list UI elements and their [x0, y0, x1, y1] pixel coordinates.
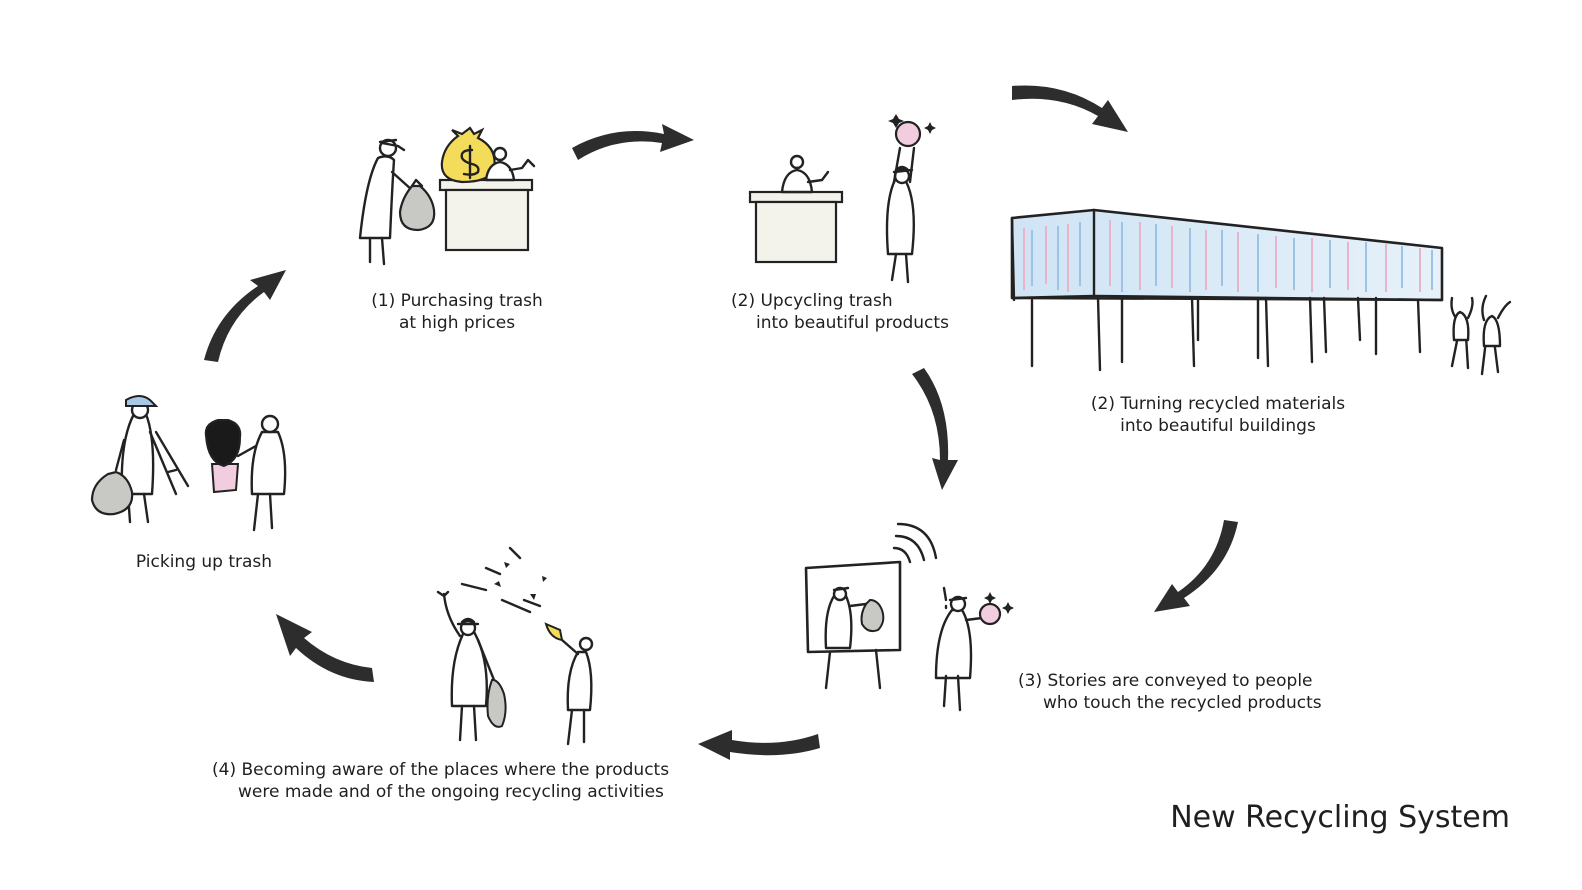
trash-bag-icon — [398, 178, 436, 232]
scene-picking — [90, 395, 287, 532]
step-label-purchasing-line1: (1) Purchasing trash — [371, 291, 543, 311]
counter-desk — [438, 178, 534, 252]
step-label-upcycling-line1: (2) Upcycling trash — [731, 291, 893, 311]
step-label-stories-line2: who touch the recycled products — [1043, 693, 1322, 713]
recycled-product-bottle — [204, 419, 242, 494]
step-label-buildings-line1: (2) Turning recycled materials — [1090, 394, 1346, 414]
step-label-buildings-line2: into beautiful buildings — [1120, 416, 1316, 436]
step-label-picking-line1: Picking up trash — [135, 552, 273, 572]
step-label-aware-line1: (4) Becoming aware of the places where t… — [212, 760, 670, 780]
person-seller — [358, 138, 414, 266]
step-label-aware-line2: were made and of the ongoing recycling a… — [238, 782, 664, 802]
pink-product — [978, 602, 1002, 626]
scene-stories — [804, 522, 1014, 712]
arrow-upcycling-to-buildings — [1012, 85, 1128, 132]
step-label-upcycling: (2) Upcycling trash into beautiful produ… — [731, 290, 949, 334]
step-label-purchasing: (1) Purchasing trash at high prices — [362, 290, 552, 334]
scene-building — [1010, 208, 1512, 376]
sparkle-icon — [888, 114, 936, 134]
arrow-buildings-to-stories — [1154, 520, 1238, 612]
arrow-purchasing-to-upcycling — [572, 124, 694, 160]
counter-desk — [748, 190, 844, 264]
building — [1010, 208, 1444, 372]
scene-upcycling — [748, 114, 936, 284]
person-viewer — [934, 586, 984, 712]
step-label-aware: (4) Becoming aware of the places where t… — [212, 759, 669, 803]
arrow-aware-to-picking — [276, 614, 374, 682]
cycle-arrows — [204, 85, 1238, 760]
person-clerk — [780, 154, 830, 194]
scene-purchasing — [358, 126, 536, 266]
sparkle-icon — [984, 592, 1014, 614]
step-label-stories: (3) Stories are conveyed to people who t… — [1018, 670, 1322, 714]
step-label-buildings: (2) Turning recycled materials into beau… — [1082, 393, 1354, 437]
step-label-stories-line1: (3) Stories are conveyed to people — [1018, 671, 1313, 691]
step-label-upcycling-line2: into beautiful products — [756, 313, 949, 333]
trash-bag-icon — [90, 470, 134, 516]
person-with-megaphone — [544, 622, 594, 746]
person-receiver — [236, 414, 287, 532]
cheering-people — [1450, 294, 1512, 376]
confetti — [460, 546, 547, 614]
pink-product — [894, 120, 922, 148]
wifi-signal-icon — [892, 522, 938, 564]
arrow-upcycling-to-stories — [912, 368, 958, 490]
display-screen — [804, 560, 902, 690]
arrow-stories-to-aware — [698, 730, 820, 760]
step-label-purchasing-line2: at high prices — [398, 313, 516, 333]
person-with-bag — [436, 590, 507, 742]
step-label-picking: Picking up trash — [114, 551, 294, 573]
dollar-money-bag-icon — [440, 126, 496, 184]
person-buyer — [484, 146, 536, 182]
person-customer — [885, 146, 916, 284]
person-picker — [114, 395, 190, 524]
arrow-picking-to-purchasing — [204, 270, 286, 362]
scene-aware — [436, 546, 594, 746]
diagram-title: New Recycling System — [1170, 800, 1510, 835]
